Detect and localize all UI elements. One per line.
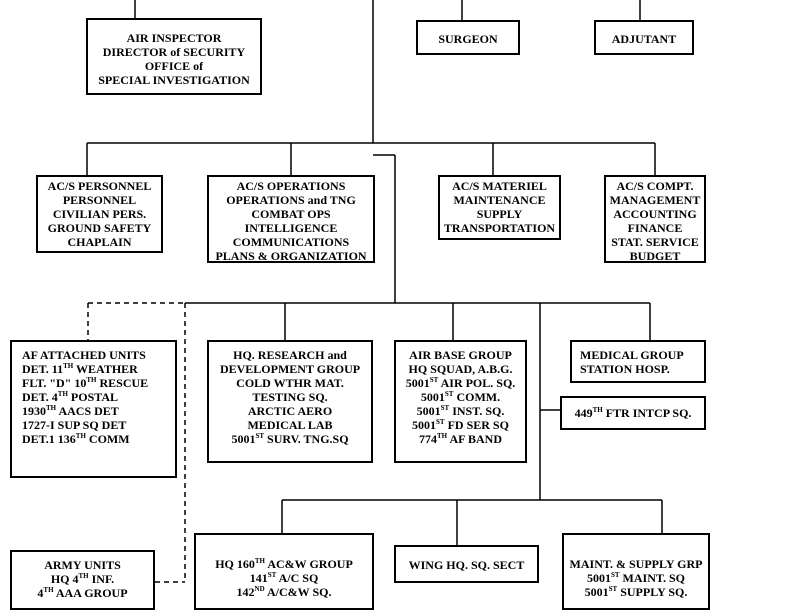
box-line: AC/S COMPT. [616,179,694,193]
box-line: SPECIAL INVESTIGATION [98,73,250,87]
ordinal-suffix: ST [429,376,439,384]
box-line: STAT. SERVICE [611,235,699,249]
box-line: CHAPLAIN [67,235,132,249]
box-line: MANAGEMENT [609,193,701,207]
box-line: AC/S PERSONNEL [47,179,152,193]
box-line: COLD WTHR MAT. [236,376,344,390]
box-line: 5001ST SURV. TNG.SQ [231,432,349,446]
ordinal-suffix: TH [86,376,97,384]
box-line: BUDGET [629,249,681,263]
box-line: 5001ST AIR POL. SQ. [405,376,516,390]
box-adjutant: ADJUTANT [594,20,694,55]
box-line: 5001ST COMM. [420,390,501,404]
ordinal-suffix: ND [254,585,265,593]
ordinal-suffix: ST [608,585,618,593]
ordinal-suffix: TH [57,390,68,398]
box-line: COMBAT OPS [251,207,331,221]
box-line: HQ. RESEARCH and [233,348,347,362]
box-line: COMMUNICATIONS [232,235,350,249]
box-line: 5001ST FD SER SQ [412,418,509,432]
box-line: DET. 4TH POSTAL [22,390,119,404]
box-line: 5001ST MAINT. SQ [586,571,685,585]
box-line: 141ST A/C SQ [249,571,319,585]
box-line: MEDICAL LAB [247,418,333,432]
box-line: STATION HOSP. [580,362,670,376]
box-line: MEDICAL GROUP [580,348,684,362]
box-line: WING HQ. SQ. SECT [408,558,525,572]
ordinal-suffix: TH [592,406,603,414]
box-line: TRANSPORTATION [443,221,556,235]
box-line: AIR BASE GROUP [409,348,512,362]
ordinal-suffix: TH [46,404,57,412]
ordinal-suffix: TH [43,586,54,594]
box-line: PERSONNEL [62,193,137,207]
box-line: MAINTENANCE [453,193,546,207]
ordinal-suffix: ST [444,390,454,398]
box-line: DET.1 136TH COMM [22,432,130,446]
box-line: TESTING SQ. [252,390,328,404]
ordinal-suffix: ST [436,418,445,426]
box-line: GROUND SAFETY [47,221,152,235]
box-line: HQ SQUAD, A.B.G. [408,362,513,376]
box-line: AC/S OPERATIONS [236,179,346,193]
ordinal-suffix: TH [254,557,265,565]
box-line: DET. 11TH WEATHER [22,362,138,376]
box-line: ARMY UNITS [44,558,121,572]
box-line: AIR INSPECTOR [126,31,222,45]
ordinal-suffix: TH [78,572,89,580]
box-line: ACCOUNTING [613,207,697,221]
box-line: OPERATIONS and TNG [226,193,356,207]
box-line: 1930TH AACS DET [22,404,119,418]
box-line: HQ 160TH AC&W GROUP [215,557,353,571]
ordinal-suffix: ST [610,571,620,579]
box-line: CIVILIAN PERS. [52,207,147,221]
box-line: 449TH FTR INTCP SQ. [574,406,692,420]
box-line: PLANS & ORGANIZATION [215,249,367,263]
box-wing-hq: WING HQ. SQ. SECT [394,545,539,583]
box-line: FLT. "D" 10TH RESCUE [22,376,149,390]
box-line: MAINT. & SUPPLY GRP [569,557,703,571]
box-line: 142ND A/C&W SQ. [236,585,332,599]
box-line: INTELLIGENCE [244,221,338,235]
box-line: 1727-I SUP SQ DET [22,418,127,432]
box-line: SUPPLY [476,207,523,221]
box-surgeon: SURGEON [416,20,520,55]
box-line: AF ATTACHED UNITS [22,348,146,362]
box-line: ADJUTANT [611,32,677,46]
box-line: 774TH AF BAND [418,432,502,446]
box-line: 5001ST INST. SQ. [416,404,505,418]
box-line: ARCTIC AERO [247,404,333,418]
box-line: DEVELOPMENT GROUP [219,362,361,376]
ordinal-suffix: ST [255,432,265,440]
box-line: 4TH AAA GROUP [37,586,128,600]
box-line: OFFICE of [144,59,204,73]
ordinal-suffix: TH [436,432,448,440]
box-line: DIRECTOR of SECURITY [102,45,246,59]
box-line: 5001ST SUPPLY SQ. [584,585,688,599]
ordinal-suffix: ST [440,404,450,412]
box-line: FINANCE [627,221,683,235]
box-ftr-intcp-sq: 449TH FTR INTCP SQ. [560,396,706,430]
ordinal-suffix: TH [63,362,74,370]
ordinal-suffix: ST [267,571,277,579]
box-line: HQ 4TH INF. [50,572,115,586]
box-line: AC/S MATERIEL [452,179,547,193]
ordinal-suffix: TH [75,432,86,440]
box-line: SURGEON [438,32,498,46]
